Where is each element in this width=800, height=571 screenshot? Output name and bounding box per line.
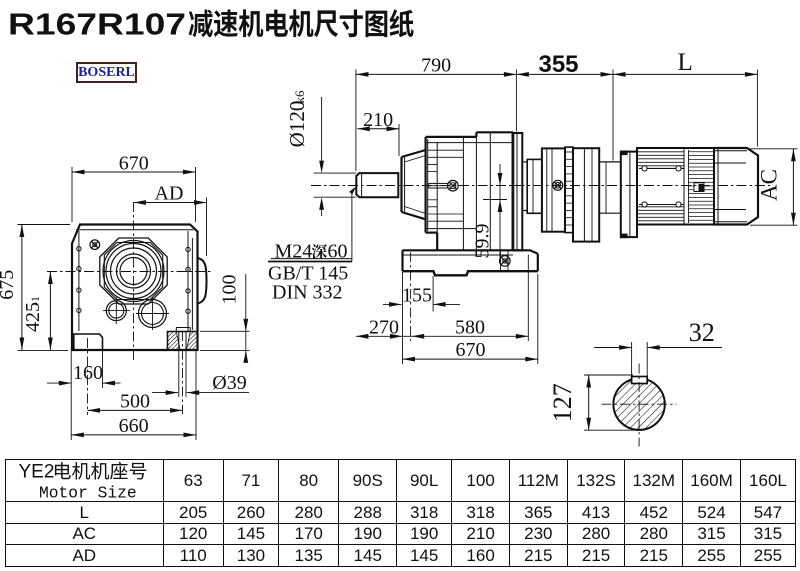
svg-text:-1: -1	[28, 296, 42, 306]
svg-text:670: 670	[456, 339, 486, 361]
svg-text:R167R107: R167R107	[8, 7, 186, 42]
svg-text:580: 580	[455, 316, 485, 338]
svg-text:355: 355	[538, 51, 578, 78]
svg-text:59.9: 59.9	[472, 224, 494, 259]
svg-text:425: 425	[22, 302, 44, 332]
svg-text:AC: AC	[757, 169, 782, 201]
svg-text:GB/T 145: GB/T 145	[268, 262, 348, 284]
svg-text:210: 210	[363, 109, 393, 131]
svg-text:155: 155	[402, 285, 432, 307]
svg-text:660: 660	[119, 415, 149, 437]
svg-text:270: 270	[369, 316, 399, 338]
svg-text:k6: k6	[292, 90, 307, 104]
svg-text:160: 160	[73, 362, 103, 384]
svg-text:M24: M24	[275, 241, 313, 263]
svg-text:Ø120: Ø120	[285, 101, 309, 148]
svg-text:Ø39: Ø39	[212, 372, 246, 394]
svg-text:670: 670	[119, 153, 149, 175]
svg-text:32: 32	[689, 318, 715, 347]
svg-text:L: L	[678, 49, 693, 76]
svg-text:DIN 332: DIN 332	[272, 282, 343, 304]
svg-text:790: 790	[421, 54, 451, 76]
svg-text:675: 675	[0, 270, 18, 300]
svg-text:500: 500	[120, 391, 150, 413]
svg-text:127: 127	[548, 383, 577, 422]
svg-text:AD: AD	[155, 183, 184, 205]
svg-text:60: 60	[328, 241, 348, 263]
svg-text:100: 100	[219, 275, 241, 305]
